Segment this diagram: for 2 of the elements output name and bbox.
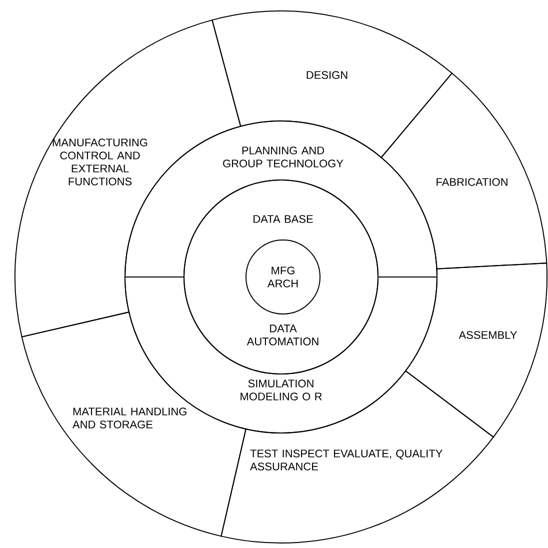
ring-sector: ASSEMBLY	[405, 262, 548, 438]
ring-sector: FABRICATION	[380, 72, 548, 270]
